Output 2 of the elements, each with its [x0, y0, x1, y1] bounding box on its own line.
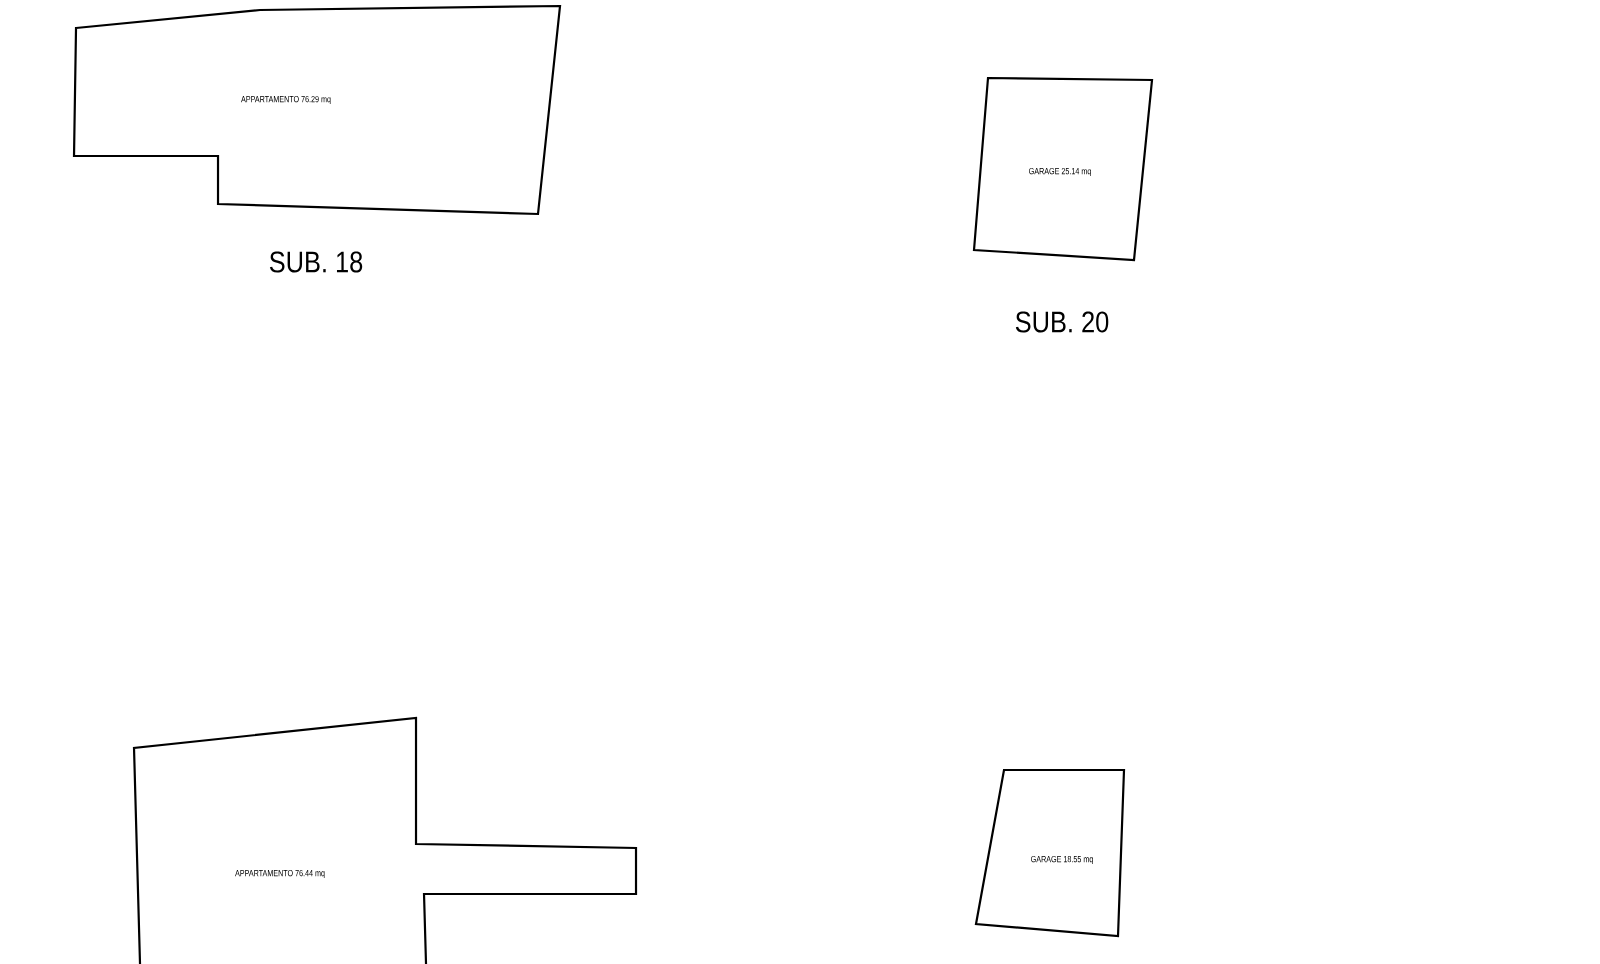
unit-label: SUB. 18	[269, 251, 363, 273]
unit-label: SUB. 20	[1015, 311, 1109, 333]
